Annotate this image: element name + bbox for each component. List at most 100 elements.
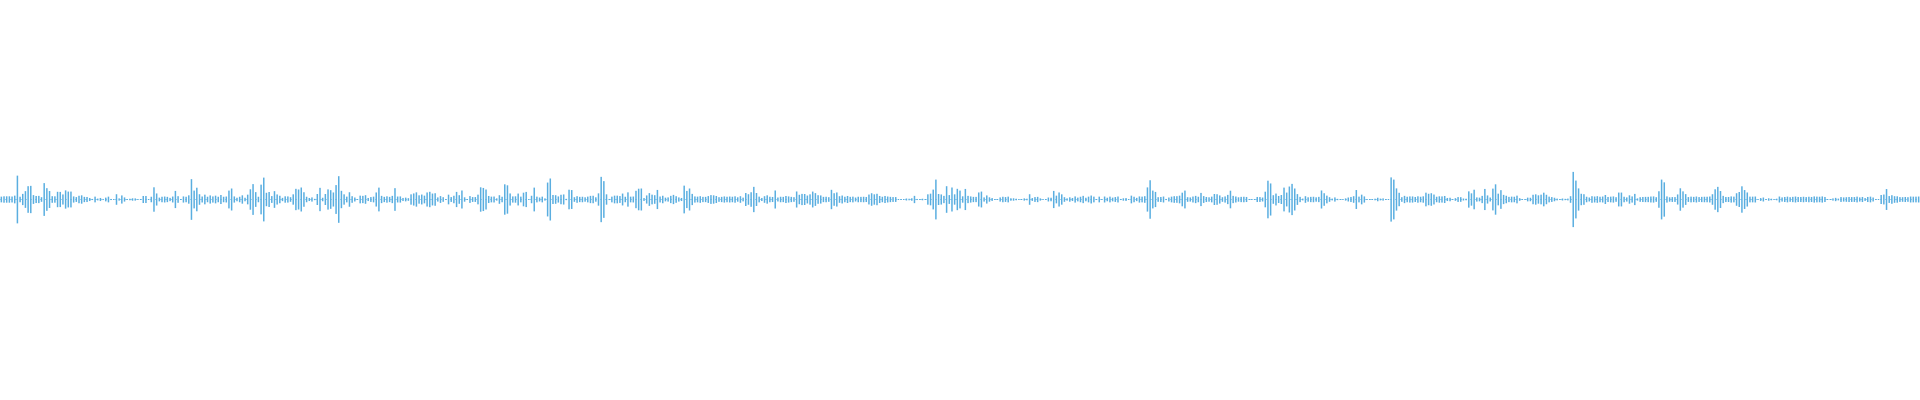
waveform-peak-bar bbox=[686, 190, 688, 209]
waveform-peak-bar bbox=[469, 196, 471, 203]
waveform-peak-bar bbox=[975, 196, 977, 203]
waveform-peak-bar bbox=[1676, 194, 1679, 205]
waveform-peak-bar bbox=[1122, 198, 1125, 201]
waveform-peak-bar bbox=[351, 196, 353, 203]
waveform-peak-bar bbox=[1245, 196, 1248, 203]
waveform-peak-bar bbox=[230, 188, 233, 211]
waveform-peak-bar bbox=[611, 196, 613, 203]
waveform-peak-bar bbox=[1154, 191, 1157, 208]
waveform-peak-bar bbox=[458, 195, 460, 204]
waveform-peak-bar bbox=[1133, 196, 1135, 203]
waveform-peak-bar bbox=[1350, 196, 1352, 203]
waveform-peak-bar bbox=[271, 196, 273, 203]
waveform-peak-bar bbox=[311, 197, 313, 202]
waveform-peak-bar bbox=[1077, 197, 1079, 202]
waveform-peak-bar bbox=[862, 196, 865, 203]
waveform-peak-bar bbox=[233, 196, 236, 203]
waveform-peak-bar bbox=[576, 196, 578, 203]
waveform-peak-bar bbox=[1877, 199, 1880, 200]
waveform-peak-bar bbox=[1382, 198, 1384, 201]
waveform-peak-bar bbox=[1759, 198, 1762, 201]
waveform-peak-bar bbox=[214, 195, 217, 204]
waveform-peak-bar bbox=[225, 196, 228, 203]
waveform-peak-bar bbox=[450, 197, 452, 202]
waveform-peak-bar bbox=[943, 195, 945, 204]
waveform-peak-bar bbox=[565, 198, 568, 201]
waveform-peak-bar bbox=[281, 197, 284, 202]
waveform-peak-bar bbox=[795, 191, 798, 208]
waveform-peak-bar bbox=[579, 196, 581, 203]
waveform-peak-bar bbox=[396, 196, 399, 203]
waveform-peak-bar bbox=[1401, 197, 1403, 202]
waveform-peak-bar bbox=[1850, 197, 1853, 202]
waveform-peak-bar bbox=[616, 195, 618, 204]
waveform-peak-bar bbox=[530, 195, 533, 204]
waveform-peak-bar bbox=[1125, 198, 1127, 201]
waveform-peak-bar bbox=[683, 185, 685, 214]
waveform-peak-bar bbox=[43, 183, 45, 216]
waveform-peak-bar bbox=[1719, 191, 1722, 208]
waveform-peak-bar bbox=[1478, 197, 1481, 202]
waveform-peak-bar bbox=[279, 195, 281, 204]
waveform-peak-bar bbox=[1706, 196, 1708, 203]
waveform-peak-bar bbox=[1052, 190, 1055, 209]
waveform-peak-bar bbox=[346, 196, 348, 203]
waveform-peak-bar bbox=[1055, 195, 1058, 204]
waveform-peak-bar bbox=[62, 194, 64, 205]
waveform-peak-bar bbox=[1650, 196, 1652, 203]
waveform-peak-bar bbox=[482, 187, 485, 212]
waveform-peak-bar bbox=[645, 195, 648, 204]
waveform-peak-bar bbox=[118, 198, 120, 201]
waveform-peak-bar bbox=[1101, 199, 1103, 200]
waveform-peak-bar bbox=[105, 197, 107, 202]
waveform-peak-bar bbox=[803, 194, 806, 205]
waveform-peak-bar bbox=[691, 193, 693, 206]
waveform-peak-bar bbox=[715, 195, 718, 204]
waveform-peak-bar bbox=[335, 185, 337, 214]
waveform-peak-bar bbox=[903, 199, 905, 200]
waveform-peak-bar bbox=[437, 197, 439, 202]
waveform-peak-bar bbox=[289, 197, 292, 202]
waveform-peak-bar bbox=[608, 198, 610, 201]
waveform-peak-bar bbox=[212, 196, 214, 203]
waveform-peak-bar bbox=[24, 191, 27, 208]
waveform-peak-bar bbox=[1219, 195, 1221, 204]
waveform-peak-bar bbox=[1168, 197, 1170, 202]
waveform-peak-bar bbox=[1398, 192, 1400, 207]
waveform-peak-bar bbox=[249, 189, 252, 210]
waveform-peak-bar bbox=[1684, 194, 1687, 205]
waveform-peak-bar bbox=[852, 196, 854, 203]
waveform-peak-bar bbox=[1717, 186, 1719, 213]
waveform-peak-bar bbox=[46, 188, 48, 211]
waveform-peak-bar bbox=[308, 197, 311, 202]
waveform-peak-bar bbox=[1152, 190, 1154, 209]
waveform-peak-bar bbox=[1765, 199, 1767, 200]
waveform-peak-bar bbox=[728, 196, 731, 203]
waveform-peak-bar bbox=[1066, 198, 1068, 201]
waveform-peak-bar bbox=[873, 194, 876, 205]
waveform-peak-bar bbox=[828, 197, 830, 202]
waveform-peak-bar bbox=[562, 194, 565, 205]
waveform-peak-bar bbox=[442, 197, 444, 202]
waveform-peak-bar bbox=[742, 197, 744, 202]
waveform-peak-bar bbox=[86, 196, 88, 203]
waveform-peak-bar bbox=[1800, 196, 1802, 203]
waveform-peak-bar bbox=[1446, 197, 1449, 202]
waveform-peak-bar bbox=[670, 195, 672, 204]
waveform-peak-bar bbox=[1473, 189, 1475, 210]
waveform-peak-bar bbox=[359, 195, 361, 204]
waveform-peak-bar bbox=[1577, 188, 1580, 211]
waveform-peak-bar bbox=[653, 195, 656, 204]
waveform-peak-bar bbox=[1620, 192, 1623, 207]
waveform-peak-bar bbox=[656, 189, 659, 210]
waveform-peak-bar bbox=[27, 186, 29, 213]
waveform-peak-bar bbox=[1334, 197, 1336, 202]
waveform-peak-bar bbox=[961, 196, 964, 203]
waveform-peak-bar bbox=[1572, 171, 1574, 228]
waveform-peak-bar bbox=[769, 196, 771, 203]
waveform-peak-bar bbox=[1189, 197, 1192, 202]
waveform-peak-bar bbox=[241, 195, 244, 204]
waveform-peak-bar bbox=[552, 194, 554, 205]
